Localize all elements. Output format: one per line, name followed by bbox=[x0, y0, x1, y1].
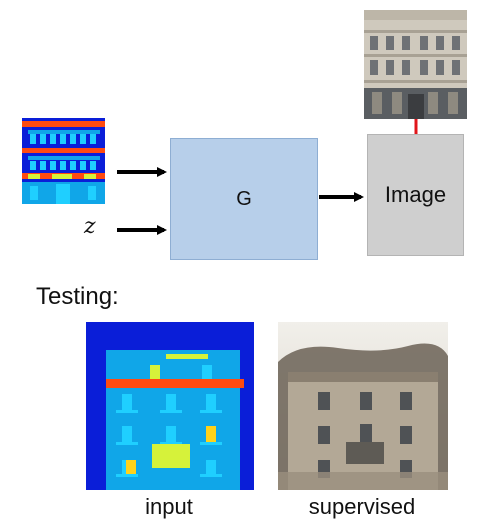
output-image-label: Image bbox=[384, 182, 447, 207]
testing-heading: Testing: bbox=[36, 283, 119, 310]
generator-label: G bbox=[236, 187, 252, 210]
test-input-label-map bbox=[86, 322, 254, 490]
noise-z-label: z bbox=[84, 214, 96, 239]
input-caption: input bbox=[145, 494, 193, 519]
real-facade-photo bbox=[364, 10, 467, 119]
label-map-thumbnail bbox=[22, 118, 105, 204]
generator-box: G bbox=[170, 138, 318, 260]
supervised-caption: supervised bbox=[308, 494, 416, 519]
output-image-box: Image bbox=[367, 134, 464, 256]
supervised-output-photo bbox=[278, 322, 448, 490]
